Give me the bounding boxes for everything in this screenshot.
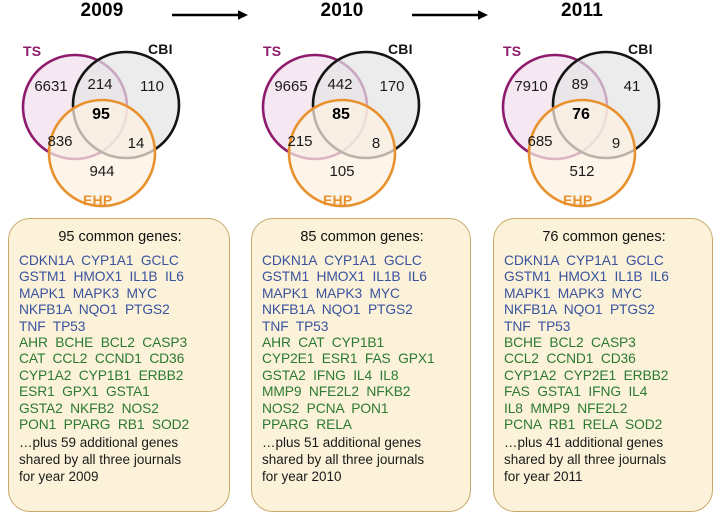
venn-label-ts: TS — [503, 43, 522, 59]
gene-line-blue: GSTM1 HMOX1 IL1B IL6 — [504, 269, 669, 285]
venn-label-ts: TS — [263, 43, 282, 59]
arrow-2009-to-2010 — [172, 8, 248, 20]
gene-line-blue: GSTM1 HMOX1 IL1B IL6 — [19, 269, 184, 285]
additional-genes-note: …plus 59 additional genes shared by all … — [19, 435, 182, 484]
count-ts-cbi: 214 — [87, 76, 113, 93]
gene-line-green: PPARG RELA — [262, 417, 352, 433]
common-genes-title: 76 common genes: — [542, 229, 666, 245]
count-cbi-ehp: 8 — [371, 135, 381, 152]
gene-line-green: CYP1A2 CYP1B1 ERBB2 — [19, 367, 184, 383]
common-genes-box: 76 common genes: CDKN1A CYP1A1 GCLC GSTM… — [493, 218, 713, 512]
count-ts-only: 9665 — [274, 78, 308, 95]
count-all-three: 76 — [572, 106, 590, 123]
count-all-three: 85 — [332, 106, 350, 123]
venn-label-cbi: CBI — [388, 41, 413, 57]
arrow-2010-to-2011 — [412, 8, 488, 20]
gene-line-blue: MAPK1 MAPK3 MYC — [262, 285, 400, 301]
count-ehp-only: 105 — [329, 163, 355, 180]
count-cbi-ehp: 9 — [611, 135, 621, 152]
gene-line-green: GSTA2 IFNG IL4 IL8 — [262, 367, 399, 383]
gene-line-green: CYP2E1 ESR1 FAS GPX1 — [262, 351, 435, 367]
gene-line-green: CYP1A2 CYP2E1 ERBB2 — [504, 367, 669, 383]
gene-line-blue: NKFB1A NQO1 PTGS2 — [262, 302, 413, 318]
count-ts-ehp: 215 — [287, 133, 313, 150]
additional-genes-note: …plus 41 additional genes shared by all … — [504, 435, 667, 484]
gene-line-green: BCHE BCL2 CASP3 — [504, 335, 636, 351]
gene-line-blue: MAPK1 MAPK3 MYC — [504, 285, 642, 301]
gene-line-blue: TNF TP53 — [19, 318, 86, 334]
gene-line-green: IL8 MMP9 NFE2L2 — [504, 400, 628, 416]
gene-line-green: ESR1 GPX1 GSTA1 — [19, 384, 150, 400]
gene-line-blue: TNF TP53 — [504, 318, 571, 334]
common-genes-box: 85 common genes: CDKN1A CYP1A1 GCLC GSTM… — [251, 218, 471, 512]
venn-circles — [21, 50, 181, 208]
common-genes-box: 95 common genes: CDKN1A CYP1A1 GCLC GSTM… — [8, 218, 230, 512]
gene-line-blue: NKFB1A NQO1 PTGS2 — [504, 302, 655, 318]
additional-genes-note: …plus 51 additional genes shared by all … — [262, 435, 425, 484]
ehp-circle — [527, 98, 637, 208]
count-ts-ehp: 836 — [47, 133, 73, 150]
gene-line-green: AHR CAT CYP1B1 — [262, 335, 385, 351]
count-cbi-ehp: 14 — [127, 135, 145, 152]
count-ts-only: 7910 — [514, 78, 548, 95]
venn-diagram: TS CBI EHP 9665 442 170 85 215 8 105 — [240, 22, 480, 210]
year-panel-2009: 2009 TS CBI EHP 6631 214 110 95 836 14 9… — [0, 0, 240, 522]
year-title: 2010 — [320, 0, 364, 21]
year-panel-2010: 2010 TS CBI EHP 9665 442 170 85 215 8 10… — [240, 0, 480, 522]
venn-label-ehp: EHP — [323, 192, 353, 208]
gene-line-green: FAS GSTA1 IFNG IL4 — [504, 384, 648, 400]
gene-line-blue: CDKN1A CYP1A1 GCLC — [19, 253, 179, 268]
venn-label-ehp: EHP — [83, 192, 113, 208]
count-cbi-only: 170 — [379, 78, 405, 95]
venn-diagram: TS CBI EHP 6631 214 110 95 836 14 944 — [0, 22, 240, 210]
venn-label-ts: TS — [23, 43, 42, 59]
count-cbi-only: 110 — [140, 78, 164, 95]
common-genes-title: 95 common genes: — [58, 229, 182, 245]
gene-line-green: MMP9 NFE2L2 NFKB2 — [262, 384, 411, 400]
count-ehp-only: 512 — [569, 163, 595, 180]
gene-line-green: NOS2 PCNA PON1 — [262, 400, 389, 416]
venn-label-cbi: CBI — [628, 41, 653, 57]
year-panel-2011: 2011 TS CBI EHP 7910 89 41 76 685 9 512 … — [480, 0, 720, 522]
count-ts-only: 6631 — [34, 78, 68, 95]
year-title: 2009 — [80, 0, 124, 21]
count-all-three: 95 — [92, 106, 110, 123]
ehp-circle — [47, 98, 157, 208]
venn-circles — [261, 50, 421, 208]
gene-line-green: PCNA RB1 RELA SOD2 — [504, 417, 663, 433]
gene-line-green: PON1 PPARG RB1 SOD2 — [19, 417, 190, 433]
gene-line-blue: GSTM1 HMOX1 IL1B IL6 — [262, 269, 427, 285]
gene-line-blue: TNF TP53 — [262, 318, 329, 334]
venn-label-cbi: CBI — [148, 41, 173, 57]
ehp-circle — [287, 98, 397, 208]
venn-label-ehp: EHP — [563, 192, 593, 208]
common-genes-title: 85 common genes: — [300, 229, 424, 245]
gene-line-blue: CDKN1A CYP1A1 GCLC — [262, 253, 422, 268]
count-ts-ehp: 685 — [527, 133, 553, 150]
count-ehp-only: 944 — [89, 163, 115, 180]
venn-circles — [501, 50, 661, 208]
gene-line-blue: MAPK1 MAPK3 MYC — [19, 285, 157, 301]
year-title: 2011 — [560, 0, 604, 21]
gene-line-green: AHR BCHE BCL2 CASP3 — [19, 335, 188, 351]
gene-line-blue: NKFB1A NQO1 PTGS2 — [19, 302, 170, 318]
gene-line-blue: CDKN1A CYP1A1 GCLC — [504, 253, 664, 268]
count-ts-cbi: 442 — [327, 76, 353, 93]
count-ts-cbi: 89 — [571, 76, 589, 93]
gene-line-green: CCL2 CCND1 CD36 — [504, 351, 636, 367]
venn-diagram: TS CBI EHP 7910 89 41 76 685 9 512 — [480, 22, 720, 210]
count-cbi-only: 41 — [623, 78, 641, 95]
gene-line-green: CAT CCL2 CCND1 CD36 — [19, 351, 185, 367]
gene-line-green: GSTA2 NKFB2 NOS2 — [19, 400, 159, 416]
